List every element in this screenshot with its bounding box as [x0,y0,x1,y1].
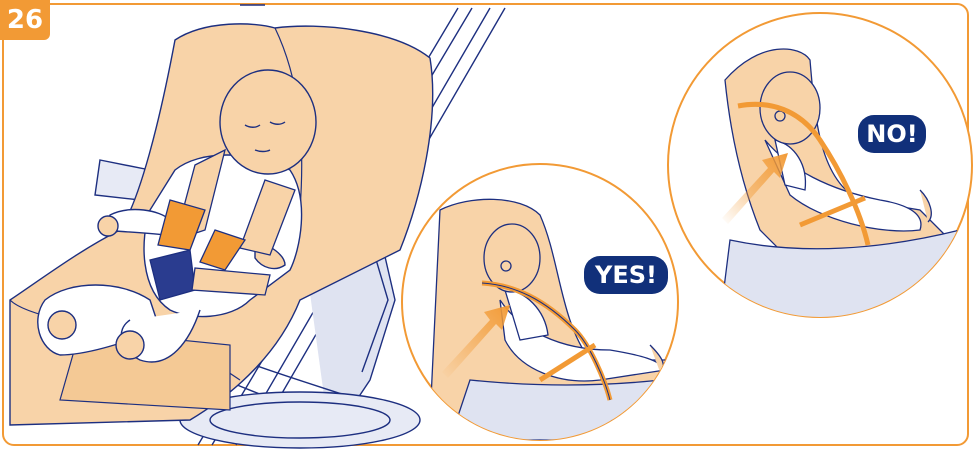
yes-inset [401,163,679,441]
stroller-frame [94,4,506,449]
correct-label: YES! [584,256,668,294]
step-number-badge: 26 [0,0,50,40]
harness [149,148,296,301]
no-inset [667,12,973,318]
incorrect-label: NO! [858,115,926,153]
panel-border [2,3,969,446]
